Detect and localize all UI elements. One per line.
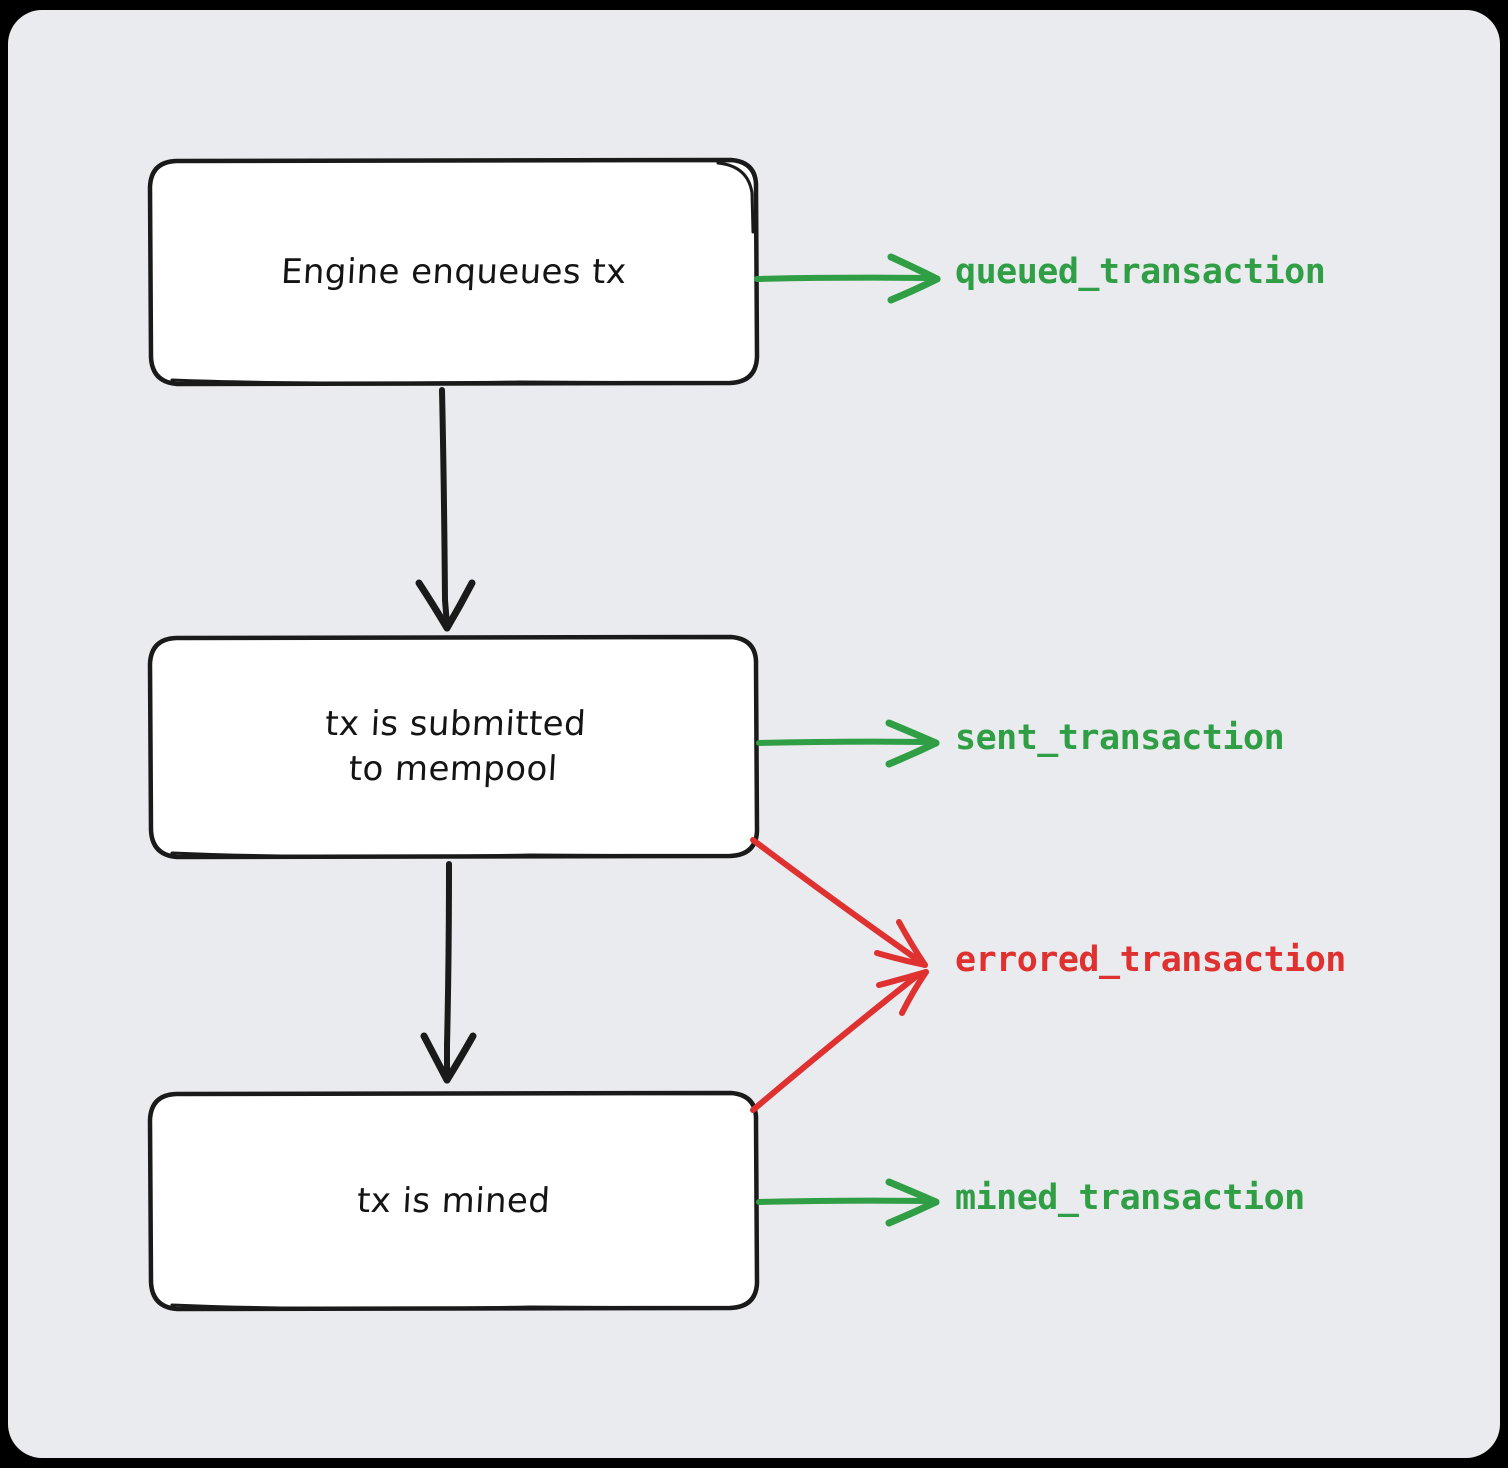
edge-submitted-to-sent-event (756, 719, 940, 768)
node-outline-enqueued (147, 157, 760, 387)
node-enqueued[interactable]: Engine enqueues tx (150, 160, 758, 384)
edge-enqueued-to-submitted (415, 387, 476, 632)
node-submitted[interactable]: tx is submitted to mempool (150, 637, 758, 857)
node-mined[interactable]: tx is mined (150, 1093, 758, 1309)
edge-enqueued-to-queued-event (754, 253, 941, 304)
node-mined-label: tx is mined (356, 1180, 552, 1221)
event-label-sent-transaction[interactable]: sent_transaction (955, 718, 1285, 758)
edge-mined-to-mined-event (756, 1178, 940, 1227)
event-label-mined-transaction[interactable]: mined_transaction (955, 1178, 1305, 1218)
edge-submitted-to-errored-event (750, 837, 928, 968)
edge-submitted-to-mined (420, 861, 477, 1084)
event-label-errored-transaction[interactable]: errored_transaction (955, 940, 1346, 980)
node-submitted-label: tx is submitted to mempool (323, 704, 587, 789)
event-label-queued-transaction[interactable]: queued_transaction (955, 252, 1326, 292)
node-outline-submitted (147, 634, 760, 860)
edge-mined-to-errored-event (750, 969, 929, 1113)
node-enqueued-label: Engine enqueues tx (280, 251, 628, 292)
